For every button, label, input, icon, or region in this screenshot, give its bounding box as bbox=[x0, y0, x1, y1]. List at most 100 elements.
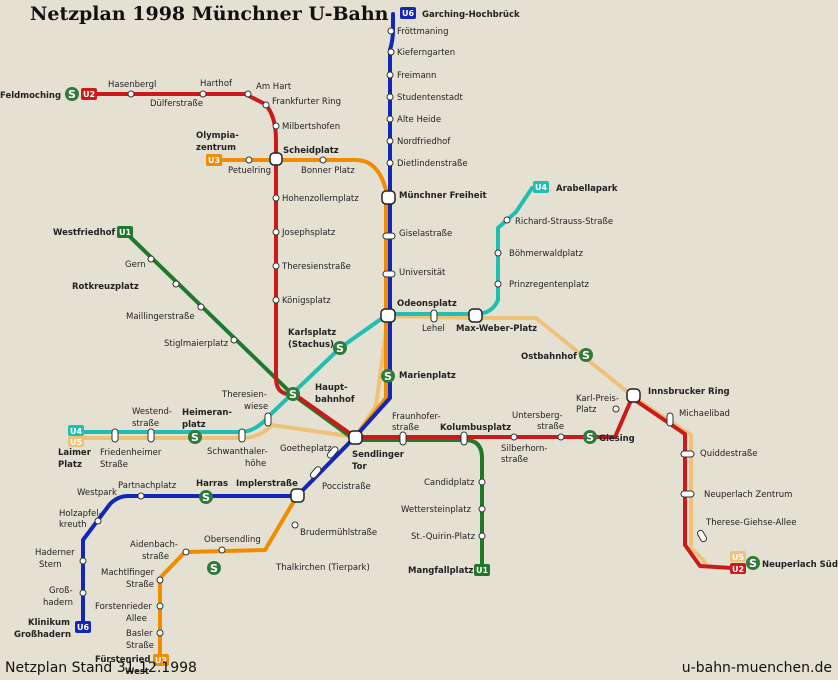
station-dot-icon[interactable] bbox=[291, 521, 299, 529]
station-dot-icon[interactable] bbox=[387, 48, 395, 56]
station-dot-icon[interactable] bbox=[494, 280, 502, 288]
label-holzapfel-1[interactable]: Holzapfel- bbox=[59, 509, 102, 519]
label-westpark[interactable]: Westpark bbox=[77, 488, 117, 498]
interchange-icon[interactable] bbox=[348, 430, 363, 445]
interchange-icon[interactable] bbox=[380, 308, 396, 323]
station-dot-icon[interactable] bbox=[147, 255, 155, 263]
label-petuelring[interactable]: Petuelring bbox=[228, 166, 271, 176]
line-badge-u2-neuperlach[interactable]: U2 bbox=[730, 563, 746, 574]
label-giesing[interactable]: Giesing bbox=[599, 434, 635, 444]
label-therese-giehse[interactable]: Therese-Giehse-Allee bbox=[705, 518, 796, 528]
label-garching[interactable]: Garching-Hochbrück bbox=[422, 10, 520, 20]
label-basler-2[interactable]: Straße bbox=[126, 641, 154, 651]
station-dot-icon[interactable] bbox=[272, 122, 280, 130]
label-quiddestrasse[interactable]: Quiddestraße bbox=[700, 449, 758, 459]
label-brudermuehl[interactable]: Brudermühlstraße bbox=[300, 528, 377, 538]
station-dot-icon[interactable] bbox=[244, 90, 252, 98]
station-dot-icon[interactable] bbox=[172, 280, 180, 288]
station-dot-icon[interactable] bbox=[272, 296, 280, 304]
label-bonner-platz[interactable]: Bonner Platz bbox=[301, 166, 355, 176]
label-theresienwiese-2[interactable]: wiese bbox=[244, 402, 268, 412]
label-basler-1[interactable]: Basler bbox=[126, 629, 153, 639]
station-pill-icon[interactable] bbox=[460, 431, 468, 446]
station-pill-icon[interactable] bbox=[430, 309, 438, 323]
label-untersberg-2[interactable]: straße bbox=[537, 422, 564, 432]
line-badge-u4-arabellapark[interactable]: U4 bbox=[533, 181, 549, 193]
station-dot-icon[interactable] bbox=[478, 478, 486, 486]
label-heimeranplatz-1[interactable]: Heimeran- bbox=[182, 408, 232, 418]
label-laimer-platz-2[interactable]: Platz bbox=[58, 460, 82, 470]
station-dot-icon[interactable] bbox=[94, 517, 102, 525]
label-fraunhoferstrasse-2[interactable]: straße bbox=[392, 423, 419, 433]
label-poccistrasse[interactable]: Poccistraße bbox=[322, 482, 371, 492]
label-olympiazentrum-2[interactable]: zentrum bbox=[196, 143, 236, 153]
label-sendlinger-tor-1[interactable]: Sendlinger bbox=[352, 450, 405, 460]
station-dot-icon[interactable] bbox=[156, 629, 164, 637]
station-dot-icon[interactable] bbox=[386, 71, 394, 79]
label-holzapfel-2[interactable]: kreuth bbox=[59, 520, 87, 530]
label-studentenstadt[interactable]: Studentenstadt bbox=[397, 93, 463, 103]
label-untersberg-1[interactable]: Untersberg- bbox=[512, 411, 563, 421]
line-badge-u5-neuperlach[interactable]: U5 bbox=[730, 551, 746, 562]
label-schwanthalerhoehe-1[interactable]: Schwanthaler- bbox=[207, 447, 268, 457]
station-dot-icon[interactable] bbox=[199, 90, 207, 98]
label-lehel[interactable]: Lehel bbox=[422, 324, 445, 334]
label-boehmerwaldplatz[interactable]: Böhmerwaldplatz bbox=[509, 249, 584, 259]
label-theresienstrasse[interactable]: Theresienstraße bbox=[281, 262, 351, 272]
label-max-weber-platz[interactable]: Max-Weber-Platz bbox=[456, 324, 537, 334]
line-badge-u5-laim[interactable]: U5 bbox=[68, 436, 84, 447]
label-theresienwiese-1[interactable]: Theresien- bbox=[221, 390, 267, 400]
label-silberhorn-2[interactable]: straße bbox=[501, 455, 528, 465]
label-heimeranplatz-2[interactable]: platz bbox=[182, 420, 206, 430]
label-friedenheimer-2[interactable]: Straße bbox=[100, 460, 128, 470]
station-dot-icon[interactable] bbox=[478, 505, 486, 513]
interchange-icon[interactable] bbox=[381, 190, 396, 205]
label-st-quirin[interactable]: St.-Quirin-Platz bbox=[411, 532, 476, 542]
label-olympiazentrum-1[interactable]: Olympia- bbox=[196, 131, 239, 141]
label-nordfriedhof[interactable]: Nordfriedhof bbox=[397, 137, 451, 147]
station-dot-icon[interactable] bbox=[197, 303, 205, 311]
label-hasenbergl[interactable]: Hasenbergl bbox=[108, 80, 156, 90]
interchange-icon[interactable] bbox=[626, 388, 641, 403]
label-fuerstenried-2[interactable]: West bbox=[125, 667, 149, 677]
label-machtlfinger-1[interactable]: Machtlfinger bbox=[101, 568, 155, 578]
station-dot-icon[interactable] bbox=[262, 101, 270, 109]
label-laimer-platz-1[interactable]: Laimer bbox=[58, 448, 92, 458]
interchange-icon[interactable] bbox=[290, 488, 305, 503]
label-machtlfinger-2[interactable]: Straße bbox=[126, 580, 154, 590]
label-haderner-2[interactable]: Stern bbox=[39, 560, 62, 570]
label-friedenheimer-1[interactable]: Friedenheimer bbox=[100, 448, 162, 458]
label-sendlinger-tor-2[interactable]: Tor bbox=[352, 462, 368, 472]
label-ostbahnhof[interactable]: Ostbahnhof bbox=[521, 352, 577, 362]
station-pill-icon[interactable] bbox=[680, 490, 695, 498]
station-dot-icon[interactable] bbox=[272, 262, 280, 270]
label-mangfallplatz[interactable]: Mangfallplatz bbox=[408, 566, 473, 576]
label-schwanthalerhoehe-2[interactable]: höhe bbox=[245, 459, 266, 469]
station-pill-icon[interactable] bbox=[382, 232, 396, 240]
label-karlsplatz-2[interactable]: (Stachus) bbox=[288, 340, 334, 350]
label-milbertshofen[interactable]: Milbertshofen bbox=[282, 122, 340, 132]
label-westend-1[interactable]: Westend- bbox=[132, 407, 172, 417]
label-forstenrieder-1[interactable]: Forstenrieder bbox=[95, 602, 152, 612]
label-kolumbusplatz[interactable]: Kolumbusplatz bbox=[440, 423, 511, 433]
label-universitaet[interactable]: Universität bbox=[399, 268, 446, 278]
label-karl-preis-2[interactable]: Platz bbox=[576, 405, 597, 415]
label-wettersteinplatz[interactable]: Wettersteinplatz bbox=[401, 505, 472, 515]
station-dot-icon[interactable] bbox=[182, 548, 190, 556]
station-dot-icon[interactable] bbox=[156, 602, 164, 610]
station-dot-icon[interactable] bbox=[494, 249, 502, 257]
label-arabellapark[interactable]: Arabellapark bbox=[556, 184, 618, 194]
station-pill-icon[interactable] bbox=[399, 431, 407, 446]
label-michaelibad[interactable]: Michaelibad bbox=[679, 409, 730, 419]
label-richard-strauss[interactable]: Richard-Strauss-Straße bbox=[515, 217, 613, 227]
interchange-icon[interactable] bbox=[468, 308, 483, 323]
label-neuperlach-sued[interactable]: Neuperlach Süd bbox=[762, 560, 838, 570]
station-pill-icon[interactable] bbox=[111, 428, 119, 443]
label-froettmaning[interactable]: Fröttmaning bbox=[397, 27, 448, 37]
label-karl-preis-1[interactable]: Karl-Preis- bbox=[576, 394, 619, 404]
label-freimann[interactable]: Freimann bbox=[397, 71, 436, 81]
label-forstenrieder-2[interactable]: Allee bbox=[126, 614, 147, 624]
station-pill-icon[interactable] bbox=[382, 270, 396, 278]
website-link[interactable]: u-bahn-muenchen.de bbox=[681, 660, 832, 676]
label-westfriedhof[interactable]: Westfriedhof bbox=[53, 228, 116, 238]
